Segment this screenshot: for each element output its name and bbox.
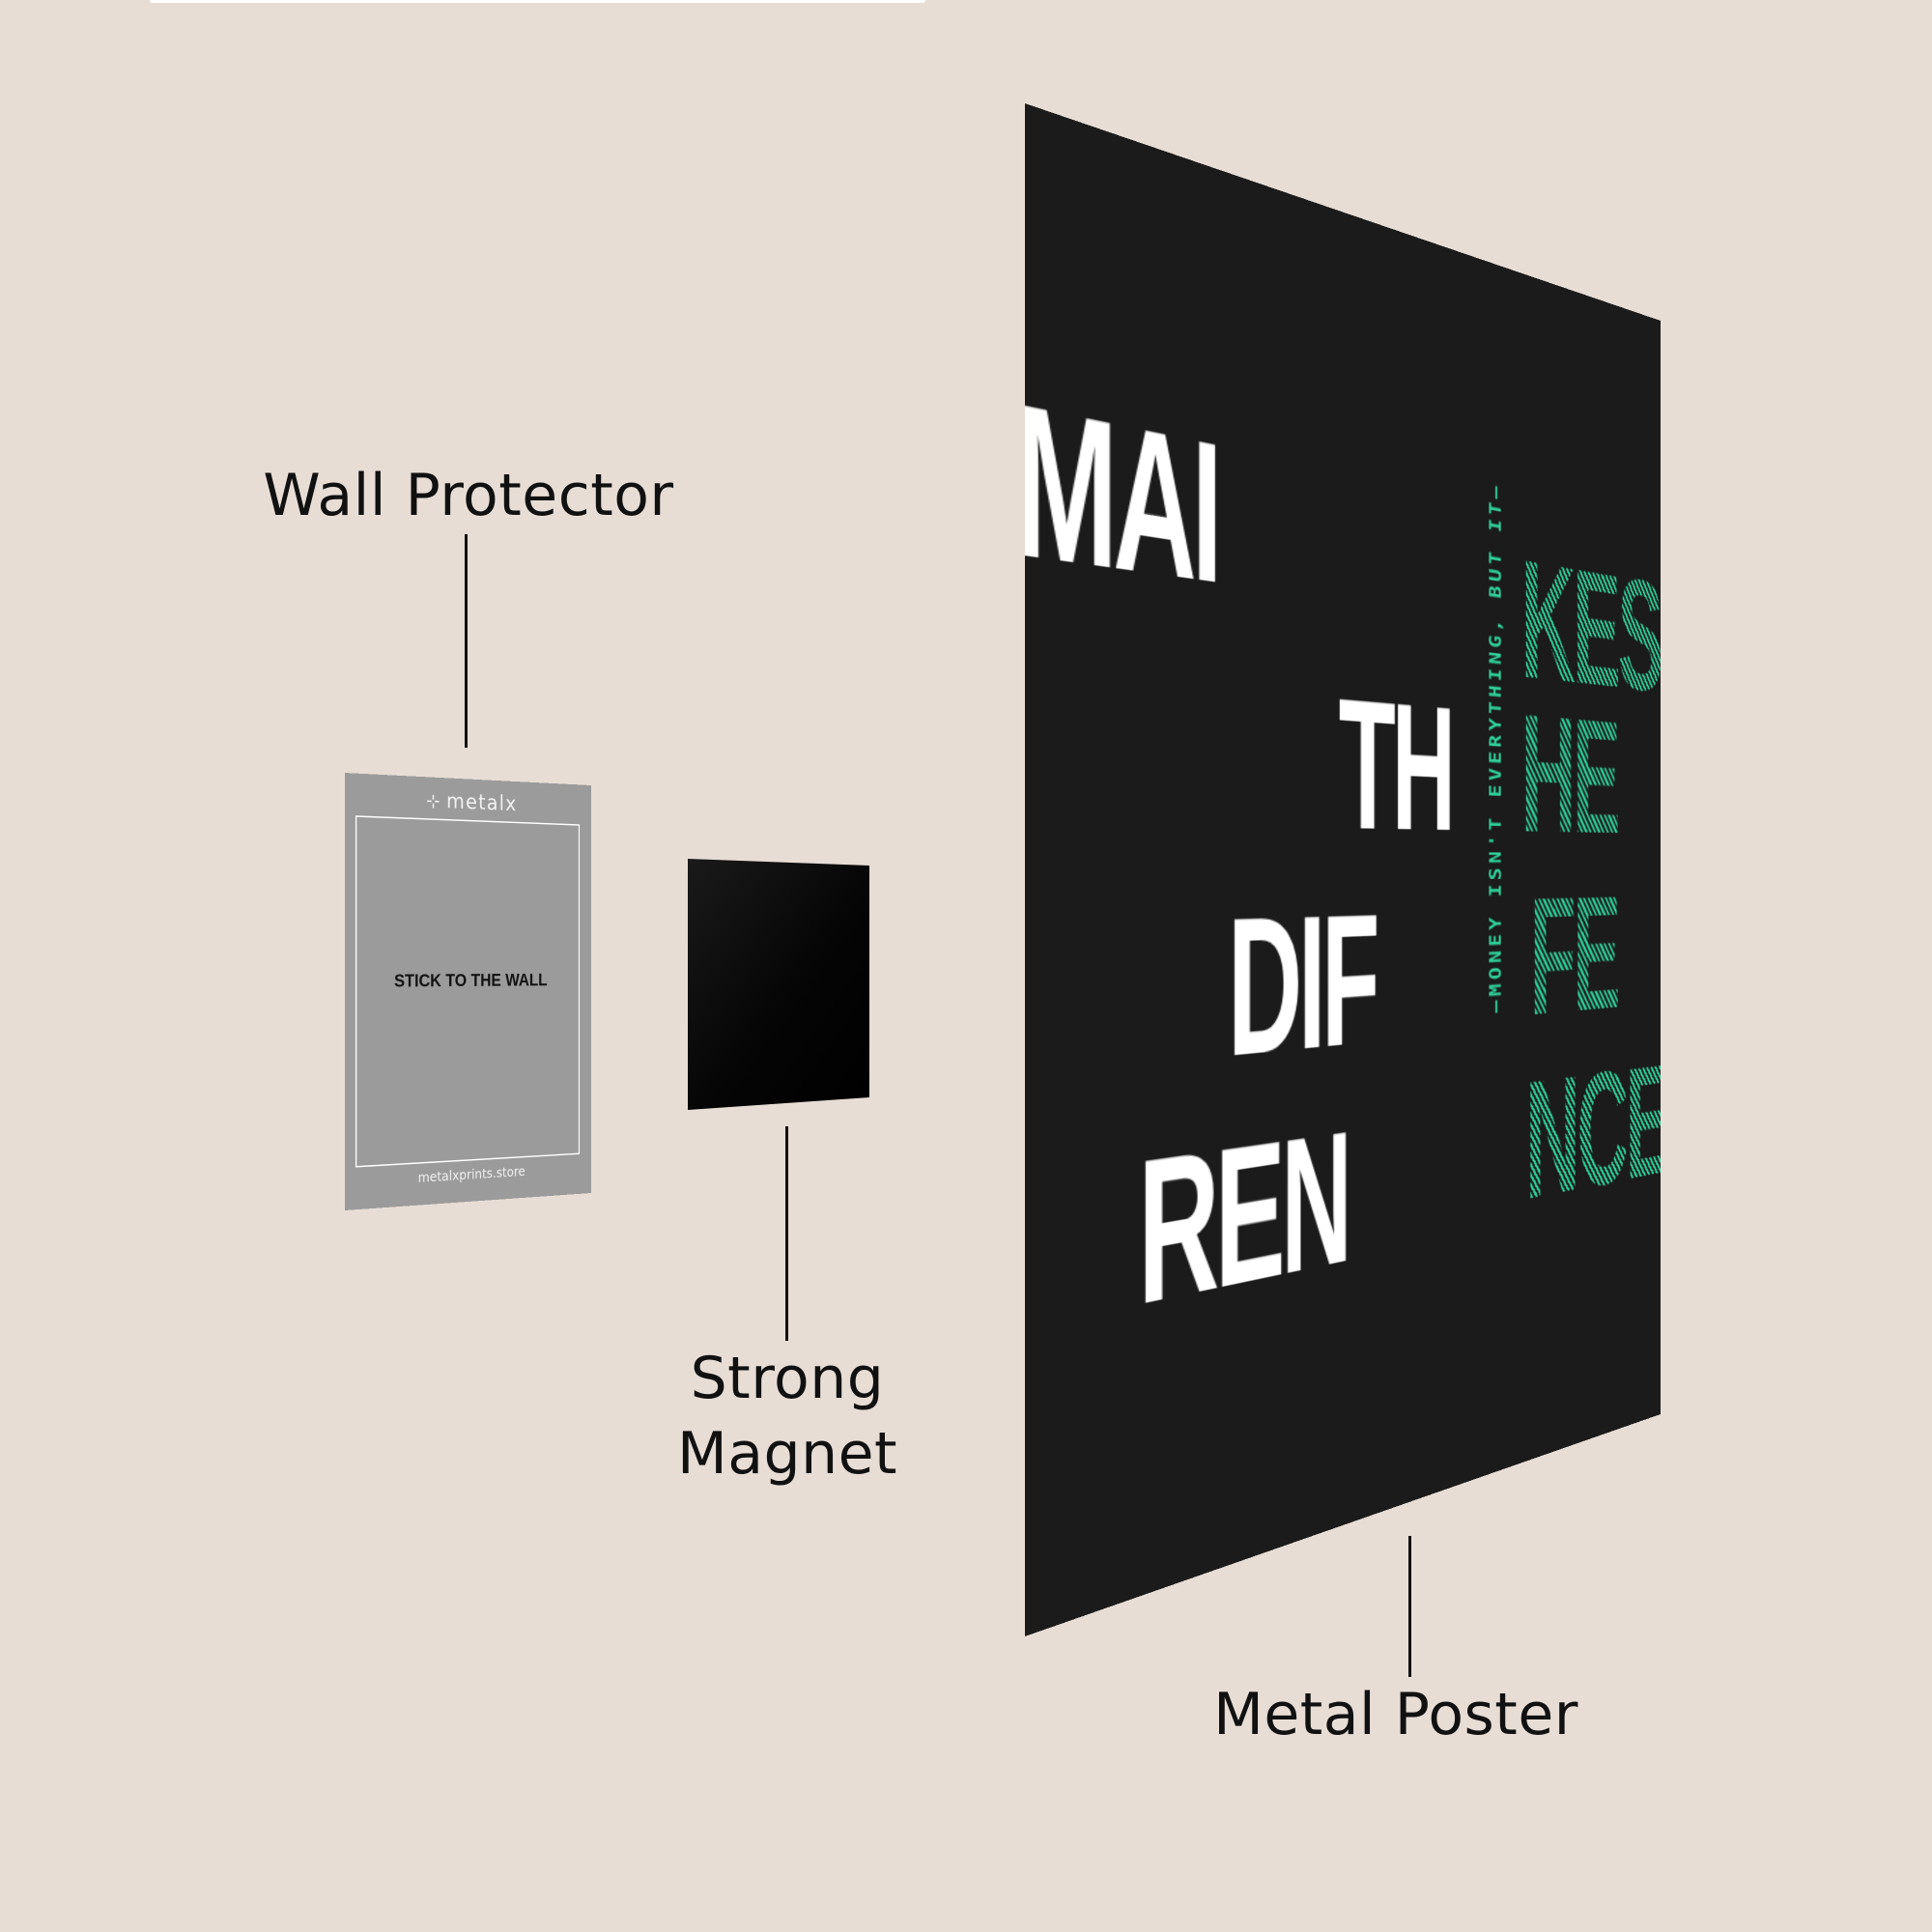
magnet-connector xyxy=(785,1126,788,1341)
stick-to-wall-text: STICK TO THE WALL xyxy=(394,970,548,991)
strong-magnet-label-line2: Magnet xyxy=(676,1420,898,1488)
poster-word-ren: REN xyxy=(1137,1093,1349,1350)
metal-poster-label: Metal Poster xyxy=(1213,1681,1578,1748)
metal-poster: MAI KES TH HE DIF FE REN NCE —MONEY ISN'… xyxy=(1025,103,1661,1636)
strong-magnet-label-line1: Strong xyxy=(690,1345,885,1412)
protector-frame xyxy=(355,815,581,1168)
metal-poster-connector xyxy=(1408,1536,1411,1677)
poster-word-nce: NCE xyxy=(1525,1032,1661,1236)
top-edge-line xyxy=(150,0,925,3)
poster-word-th: TH xyxy=(1338,659,1452,869)
poster-word-fe: FE xyxy=(1529,863,1618,1052)
metalx-logo-icon: ⊹ xyxy=(426,791,441,813)
wall-protector-card: ⊹metalx STICK TO THE WALL metalxprints.s… xyxy=(345,773,592,1210)
wall-protector-label: Wall Protector xyxy=(263,462,674,529)
poster-word-mai: MAI xyxy=(1025,356,1218,626)
wall-protector-connector xyxy=(465,534,468,748)
poster-word-he: HE xyxy=(1520,678,1618,868)
metalx-logo-text: metalx xyxy=(446,787,518,817)
strong-magnet xyxy=(688,859,870,1110)
poster-tagline: —MONEY ISN'T EVERYTHING, BUT IT— xyxy=(1487,480,1506,1014)
metalx-logo: ⊹metalx xyxy=(345,783,591,820)
poster-word-dif: DIF xyxy=(1227,876,1377,1099)
